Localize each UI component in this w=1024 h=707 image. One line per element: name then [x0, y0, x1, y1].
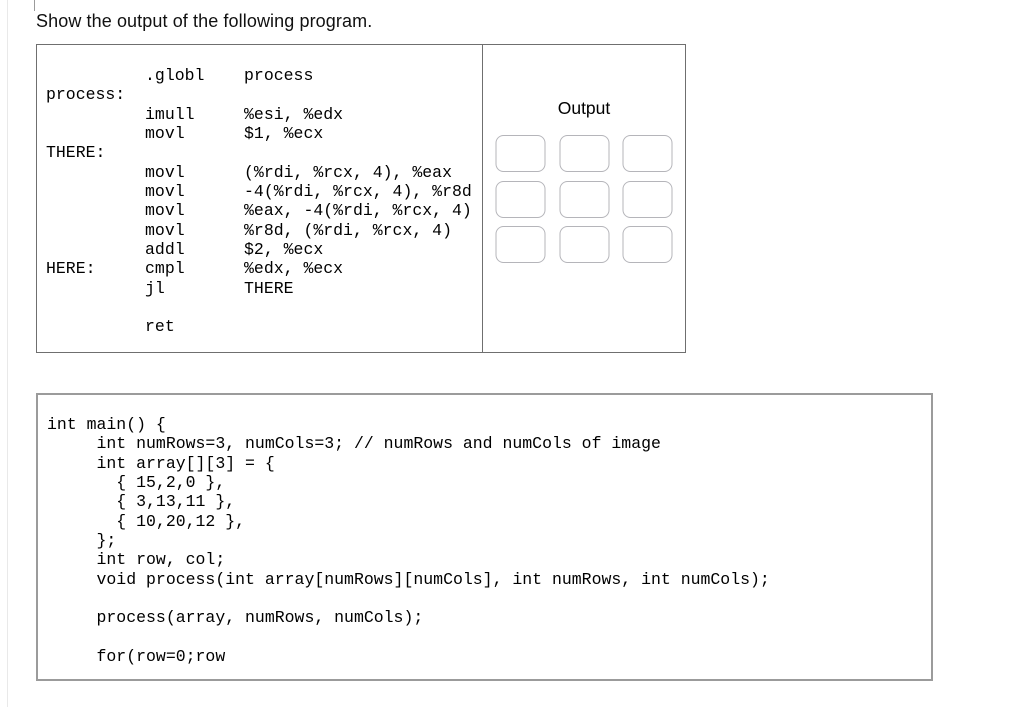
- clipped-border-artifact: [34, 0, 35, 11]
- output-cell-2-3[interactable]: [622, 180, 673, 218]
- output-cell-2-2[interactable]: [559, 180, 609, 218]
- output-section: Output: [482, 45, 685, 352]
- output-grid: [495, 135, 673, 263]
- output-cell-3-2[interactable]: [559, 226, 609, 263]
- output-cell-1-1[interactable]: [495, 135, 546, 172]
- output-cell-1-2[interactable]: [559, 135, 609, 172]
- page-edge-line: [7, 0, 8, 707]
- output-label: Output: [557, 98, 611, 118]
- program-panel: .globl process process: imull %esi, %edx…: [36, 44, 686, 353]
- assembly-code-section: .globl process process: imull %esi, %edx…: [37, 45, 482, 352]
- output-cell-3-3[interactable]: [622, 226, 673, 263]
- output-cell-2-1[interactable]: [495, 180, 546, 218]
- page-title: Show the output of the following program…: [36, 11, 373, 31]
- output-cell-1-3[interactable]: [622, 135, 673, 172]
- assembly-code: .globl process process: imull %esi, %edx…: [46, 66, 472, 337]
- main-code-panel: int main() { int numRows=3, numCols=3; /…: [36, 393, 933, 681]
- main-code: int main() { int numRows=3, numCols=3; /…: [47, 415, 770, 667]
- output-cell-3-1[interactable]: [495, 226, 546, 263]
